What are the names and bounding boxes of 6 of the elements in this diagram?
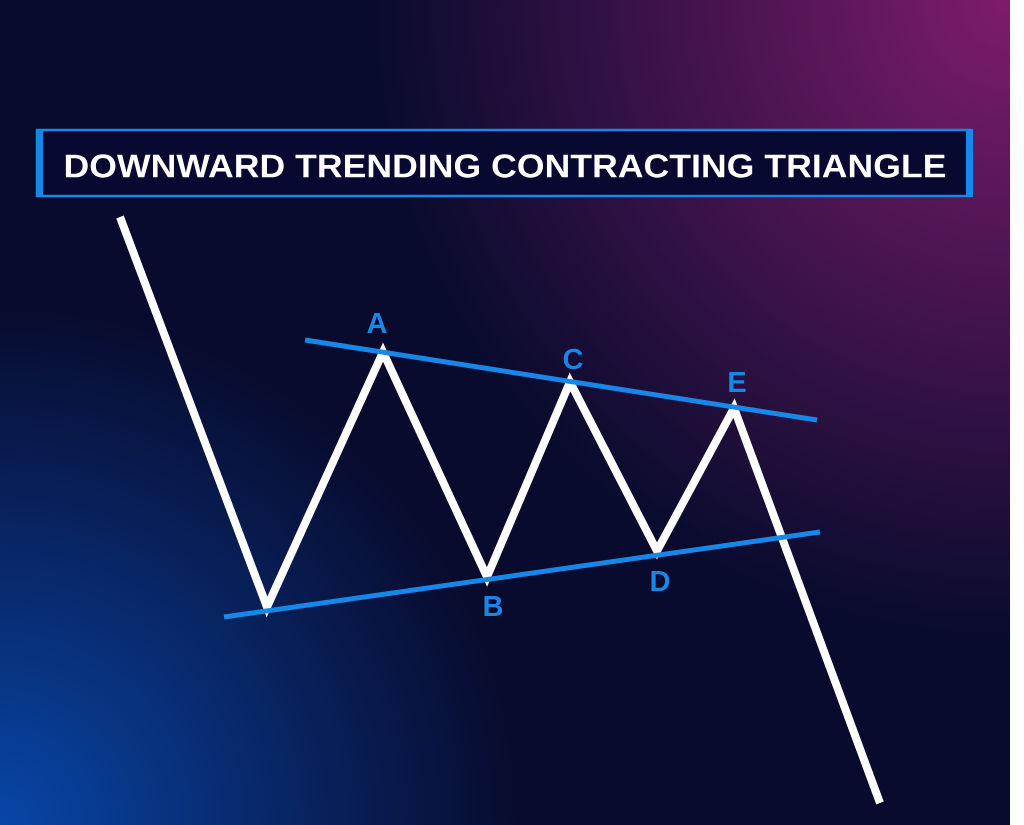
point-label: B	[484, 596, 503, 616]
title-banner: DOWNWARD TRENDING CONTRACTING TRIANGLE	[35, 128, 973, 198]
point-label: A	[367, 313, 387, 333]
point-label: E	[729, 372, 746, 392]
point-label: D	[651, 571, 670, 591]
point-label: C	[563, 348, 583, 370]
